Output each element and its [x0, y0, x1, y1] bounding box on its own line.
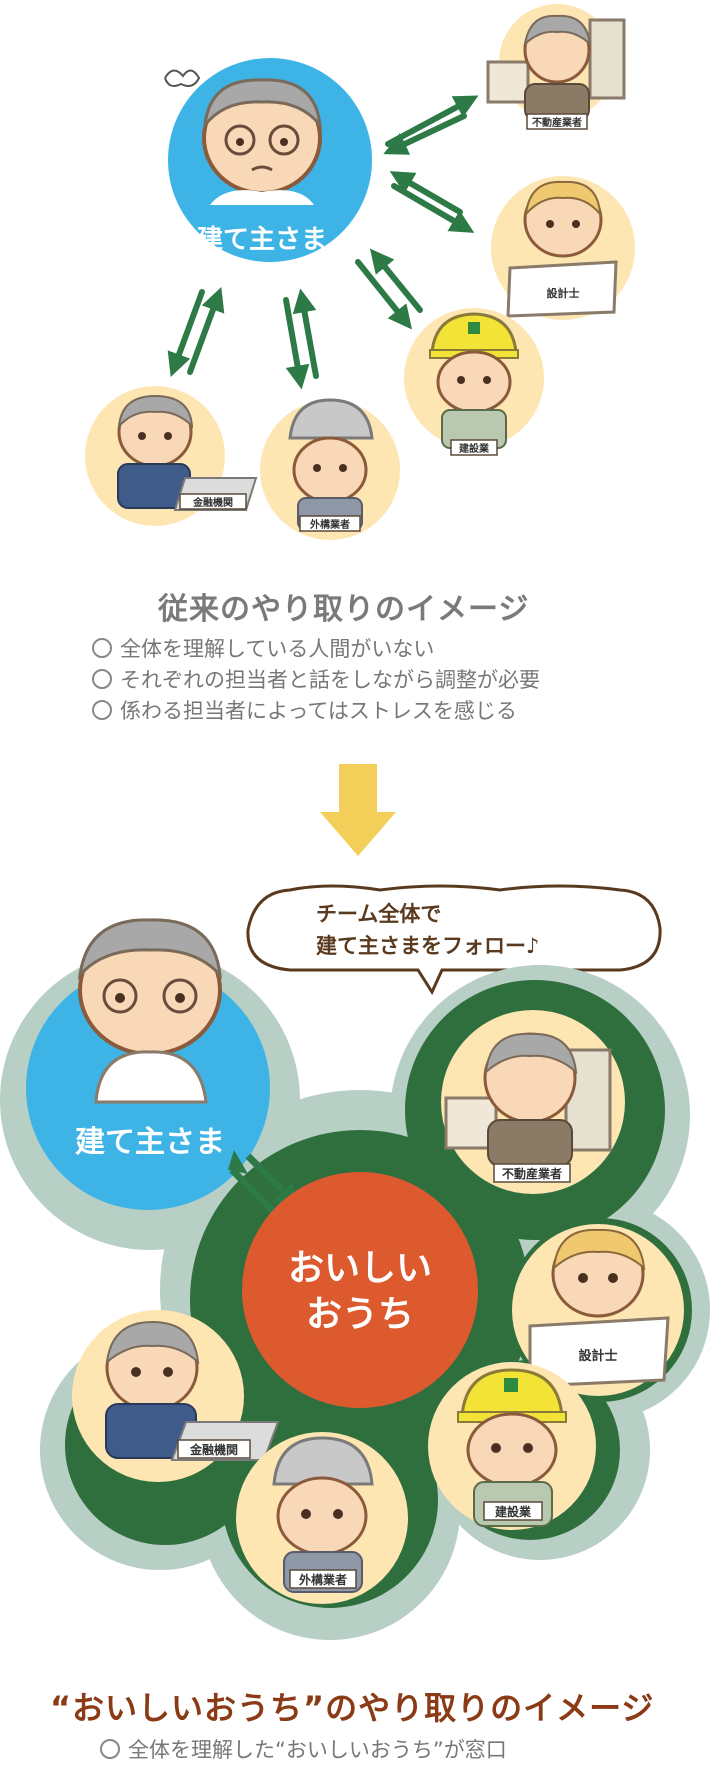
designer-label: 設計士: [578, 1348, 617, 1364]
bubble-line: チーム全体で: [316, 898, 539, 930]
list-item: それぞれの担当者と話をしながら調整が必要: [92, 665, 540, 696]
down-arrow-icon: [0, 760, 715, 860]
traditional-diagram: 建て主さま 不動産業者 設計士 建設業: [0, 0, 715, 560]
exterior-label: 外構業者: [299, 1572, 347, 1587]
real-estate-label: 不動産業者: [532, 116, 582, 129]
exterior-node: 外構業者: [260, 400, 400, 540]
circle-bullet-icon: [92, 700, 112, 720]
oishii-diagram: 建て主さま おいしい おうち 不動産業者 設計士: [0, 870, 715, 1660]
list-item: 全体を理解している人間がいない: [92, 634, 540, 665]
oishii-ouchi-hub: おいしい おうち: [242, 1172, 478, 1408]
designer-node: 設計士: [491, 176, 635, 320]
builder-label: 建設業: [494, 1504, 532, 1519]
designer-label: 設計士: [547, 286, 580, 300]
client-label: 建て主さま: [75, 1125, 225, 1160]
list-item: 全体を理解した“おいしいおうち”が窓口: [100, 1735, 507, 1766]
bubble-line: 建て主さまをフォロー♪: [316, 930, 539, 962]
client-node: 建て主さま: [165, 58, 372, 262]
hub-label-line2: おうち: [306, 1294, 414, 1335]
circle-bullet-icon: [92, 638, 112, 658]
section2-bullets: 全体を理解した“おいしいおうち”が窓口: [100, 1735, 507, 1766]
exterior-node: 外構業者: [236, 1432, 408, 1604]
bullet-text: 全体を理解している人間がいない: [120, 637, 434, 661]
section2-title: “おいしいおうち”のやり取りのイメージ: [50, 1683, 654, 1729]
list-item: 係わる担当者によってはストレスを感じる: [92, 696, 540, 727]
section1-bullets: 全体を理解している人間がいない それぞれの担当者と話をしながら調整が必要 係わる…: [92, 634, 540, 727]
circle-bullet-icon: [92, 669, 112, 689]
circle-bullet-icon: [100, 1739, 120, 1759]
bubble-text: チーム全体で 建て主さまをフォロー♪: [316, 898, 539, 962]
hub-label-line1: おいしい: [288, 1248, 432, 1289]
real-estate-node: 不動産業者: [488, 4, 624, 129]
real-estate-label: 不動産業者: [502, 1166, 562, 1181]
builder-node: 建設業: [404, 308, 544, 455]
bullet-text: 全体を理解した“おいしいおうち”が窓口: [128, 1738, 507, 1762]
builder-label: 建設業: [458, 442, 490, 455]
finance-label: 金融機関: [192, 496, 233, 509]
finance-label: 金融機関: [189, 1442, 238, 1457]
section1-title: 従来のやり取りのイメージ: [158, 584, 529, 628]
client-label: 建て主さま: [197, 225, 327, 255]
builder-node: 建設業: [428, 1362, 596, 1530]
bullet-text: 係わる担当者によってはストレスを感じる: [120, 699, 517, 723]
finance-node: 金融機関: [85, 386, 256, 526]
bullet-text: それぞれの担当者と話をしながら調整が必要: [120, 668, 540, 692]
real-estate-node: 不動産業者: [441, 1010, 625, 1194]
exterior-label: 外構業者: [309, 518, 350, 531]
